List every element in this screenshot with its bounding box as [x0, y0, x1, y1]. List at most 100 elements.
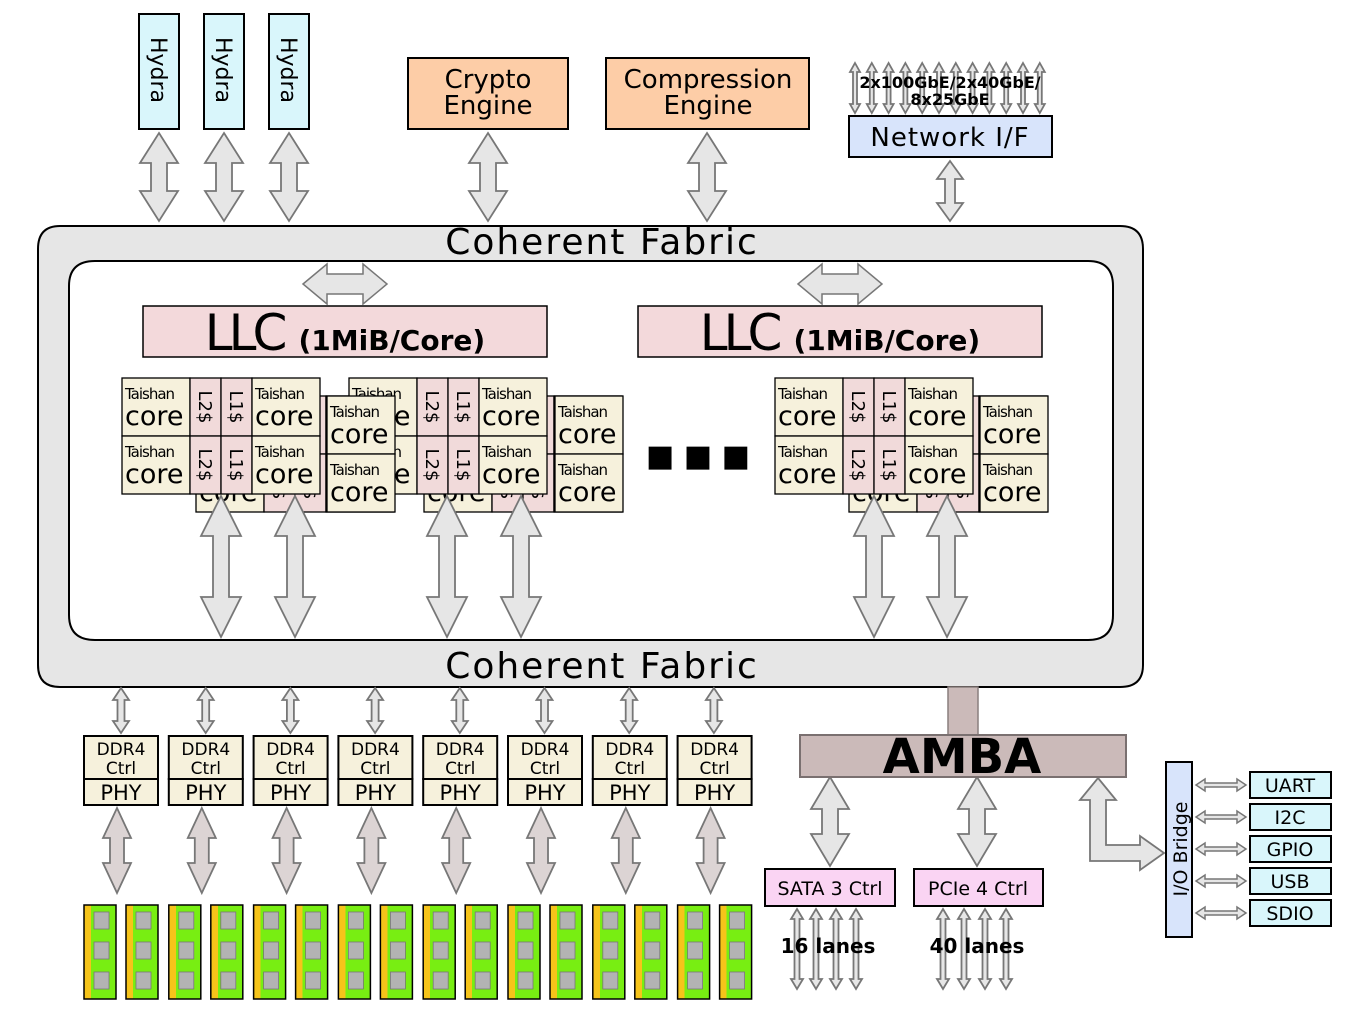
ddr-ctrl-box	[507, 735, 583, 780]
sata-lane-arrow	[789, 907, 805, 991]
sata-lanes: 16 lanes	[781, 934, 876, 958]
dimm-module	[549, 904, 583, 1000]
core-small-label: Taishan	[982, 461, 1033, 479]
network-port-arrow	[932, 61, 946, 115]
io-item-arrow	[1194, 777, 1248, 793]
core-big-label: core	[255, 401, 313, 432]
core-big-label: core	[778, 401, 836, 432]
dimm-module	[422, 904, 456, 1000]
dimm-chip	[220, 941, 237, 960]
dimm-chip	[687, 941, 703, 960]
amba-sata-arrow	[809, 775, 851, 868]
phy-box	[507, 778, 583, 806]
ddr-ctrl-label: DDR4	[351, 740, 400, 760]
dimm-chip	[220, 971, 237, 990]
phy-box	[252, 778, 329, 806]
cache-cell	[873, 377, 906, 437]
io-item-box	[1249, 899, 1332, 927]
dimm-chip	[432, 911, 449, 930]
dimm-chip	[347, 941, 364, 960]
core-big-label: core	[125, 401, 183, 432]
phy-dimm-arrow	[610, 805, 642, 896]
phy-label: PHY	[609, 781, 650, 805]
core-small-label: Taishan	[982, 403, 1033, 421]
ddr-ctrl-label: DDR4	[436, 740, 485, 760]
llc-left-small: (1MiB/Core)	[299, 324, 486, 357]
io-item-arrow	[1194, 905, 1248, 921]
core-small-label: Taishan	[907, 385, 958, 403]
cluster-ellipsis: ■ ■ ■	[646, 439, 750, 474]
fabric-llc-arrow	[796, 262, 884, 306]
dimm-chip	[93, 941, 110, 960]
compression-engine: Compression Engine	[605, 57, 810, 130]
core-small-label: Taishan	[254, 385, 305, 403]
dimm-chip	[305, 971, 322, 990]
network-port-arrow	[966, 61, 980, 115]
ddr-ctrl-label: DDR4	[181, 740, 230, 760]
io-item-label: UART	[1265, 775, 1316, 797]
cache-label: L2$	[421, 391, 442, 424]
hydra-arrow	[203, 131, 245, 223]
ddr-ctrl-label: Ctrl	[360, 759, 390, 779]
dimm-chip	[263, 971, 280, 990]
dimm-chip	[602, 911, 619, 930]
phy-label: PHY	[524, 781, 565, 805]
phy-dimm-arrow	[440, 805, 472, 896]
network-port-arrow	[848, 61, 862, 115]
dimm-module	[125, 904, 159, 1000]
core-small-label: Taishan	[907, 443, 958, 461]
network-port-arrow	[882, 61, 896, 115]
cache-cell	[873, 435, 906, 495]
dimm-chip	[559, 941, 576, 960]
fabric-ddr-arrow	[111, 686, 131, 735]
llc-right: LLC (1MiB/Core)	[637, 304, 1043, 362]
core-big-label: core	[983, 477, 1041, 508]
dimm-module	[676, 904, 711, 1000]
network-port-arrow	[1033, 61, 1047, 115]
dimm-chip	[517, 971, 534, 990]
core-big-label: core	[908, 401, 966, 432]
core-cell	[326, 453, 396, 513]
dimm-module	[168, 904, 202, 1000]
core-small-label: Taishan	[481, 385, 532, 403]
network-port-arrow	[865, 61, 879, 115]
io-item-arrow	[1194, 809, 1248, 825]
sata-lane-arrow	[848, 907, 864, 991]
amba-label: AMBA	[883, 729, 1042, 785]
ddr-ctrl-box	[252, 735, 329, 780]
dimm-chip	[644, 911, 661, 930]
core-small-label: Taishan	[557, 403, 608, 421]
fabric-ddr-arrow	[280, 686, 301, 735]
phy-label: PHY	[185, 781, 226, 805]
network-port-arrow	[898, 61, 912, 115]
cluster-fabric-arrow	[425, 493, 469, 640]
llc-left-big: LLC	[205, 304, 286, 362]
dimm-chip	[178, 971, 195, 990]
dimm-chip	[474, 971, 491, 990]
llc-right-small: (1MiB/Core)	[794, 324, 981, 357]
dimm-chip	[135, 941, 152, 960]
ddr-ctrl-label: DDR4	[690, 740, 739, 760]
crypto-engine: Crypto Engine	[407, 57, 569, 130]
ddr-ctrl-label: DDR4	[521, 740, 570, 760]
ddr-channels: DDR4CtrlPHYDDR4CtrlPHYDDR4CtrlPHYDDR4Ctr…	[83, 735, 753, 1000]
ddr-ctrl-box	[422, 735, 499, 780]
dimm-chip	[305, 911, 322, 930]
cache-label: L1$	[878, 391, 899, 424]
phy-box	[337, 778, 414, 806]
hydra-link-3: Hydra	[268, 13, 310, 130]
network-port-arrow	[949, 61, 963, 115]
dimm-module	[379, 904, 414, 1000]
dimm-chip	[644, 941, 661, 960]
dimm-chip	[559, 911, 576, 930]
dimm-chip	[135, 971, 152, 990]
cache-label: L1$	[452, 449, 473, 482]
dimm-chip	[559, 971, 576, 990]
core-small-label: Taishan	[481, 443, 532, 461]
core-cell	[904, 435, 974, 495]
